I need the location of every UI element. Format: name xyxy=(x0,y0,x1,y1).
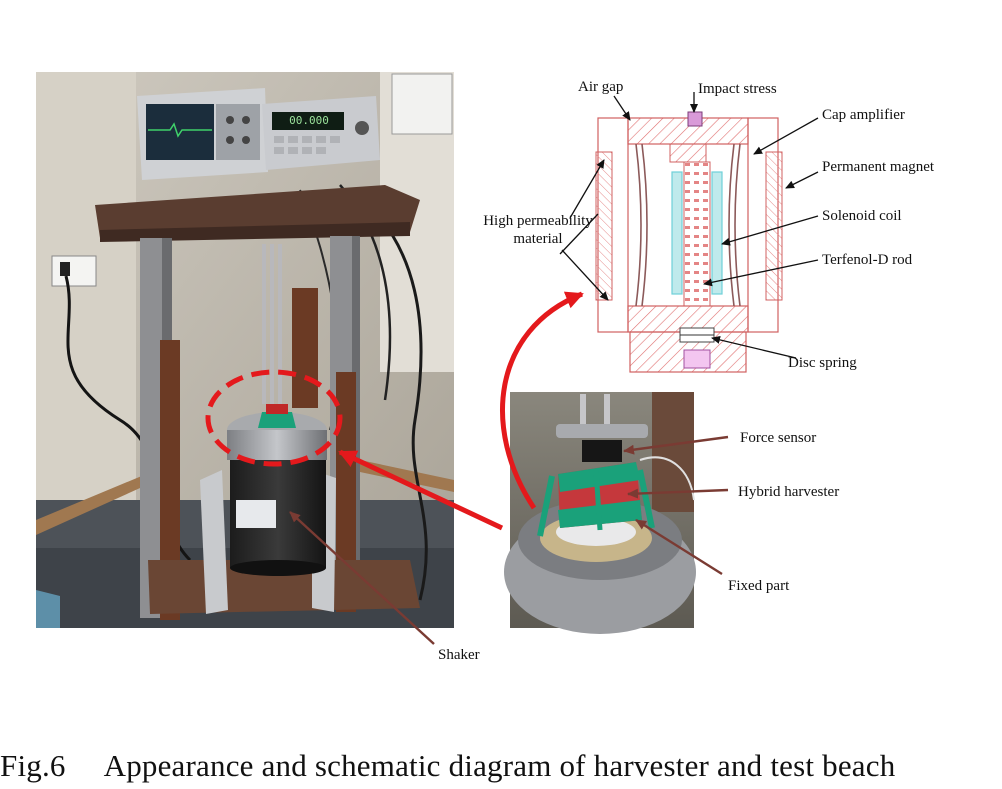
curved-arrow-to-schematic xyxy=(500,291,584,510)
label-terfenol-rod: Terfenol-D rod xyxy=(822,252,913,268)
figure-number: Fig.6 xyxy=(0,748,66,783)
figure-caption: Fig.6 Appearance and schematic diagram of… xyxy=(0,748,1002,784)
schematic-pointers xyxy=(559,92,819,359)
photo-pointers xyxy=(289,435,729,645)
label-cap-amplifier: Cap amplifier xyxy=(822,107,905,123)
label-hybrid-harvester: Hybrid harvester xyxy=(738,484,840,500)
label-air-gap: Air gap xyxy=(578,79,624,95)
test-bench-photo xyxy=(36,72,454,628)
label-fixed-part: Fixed part xyxy=(728,578,790,594)
harvester-closeup-photo xyxy=(504,392,696,634)
figure-caption-text: Appearance and schematic diagram of harv… xyxy=(103,748,896,783)
label-high-permeability-line1: High permeability xyxy=(483,213,593,229)
label-shaker: Shaker xyxy=(438,647,480,663)
label-solenoid-coil: Solenoid coil xyxy=(822,208,902,224)
label-high-permeability-line2: material xyxy=(513,231,563,247)
label-disc-spring: Disc spring xyxy=(788,355,857,371)
label-impact-stress: Impact stress xyxy=(698,81,777,97)
connection-arrows xyxy=(338,291,584,531)
generator-readout: 00.000 xyxy=(289,114,329,127)
harvester-schematic xyxy=(595,111,783,373)
highlight-dashed-circle xyxy=(205,369,343,467)
straight-arrow-to-shaker xyxy=(338,449,504,531)
label-force-sensor: Force sensor xyxy=(740,430,817,446)
label-permanent-magnet: Permanent magnet xyxy=(822,159,935,175)
